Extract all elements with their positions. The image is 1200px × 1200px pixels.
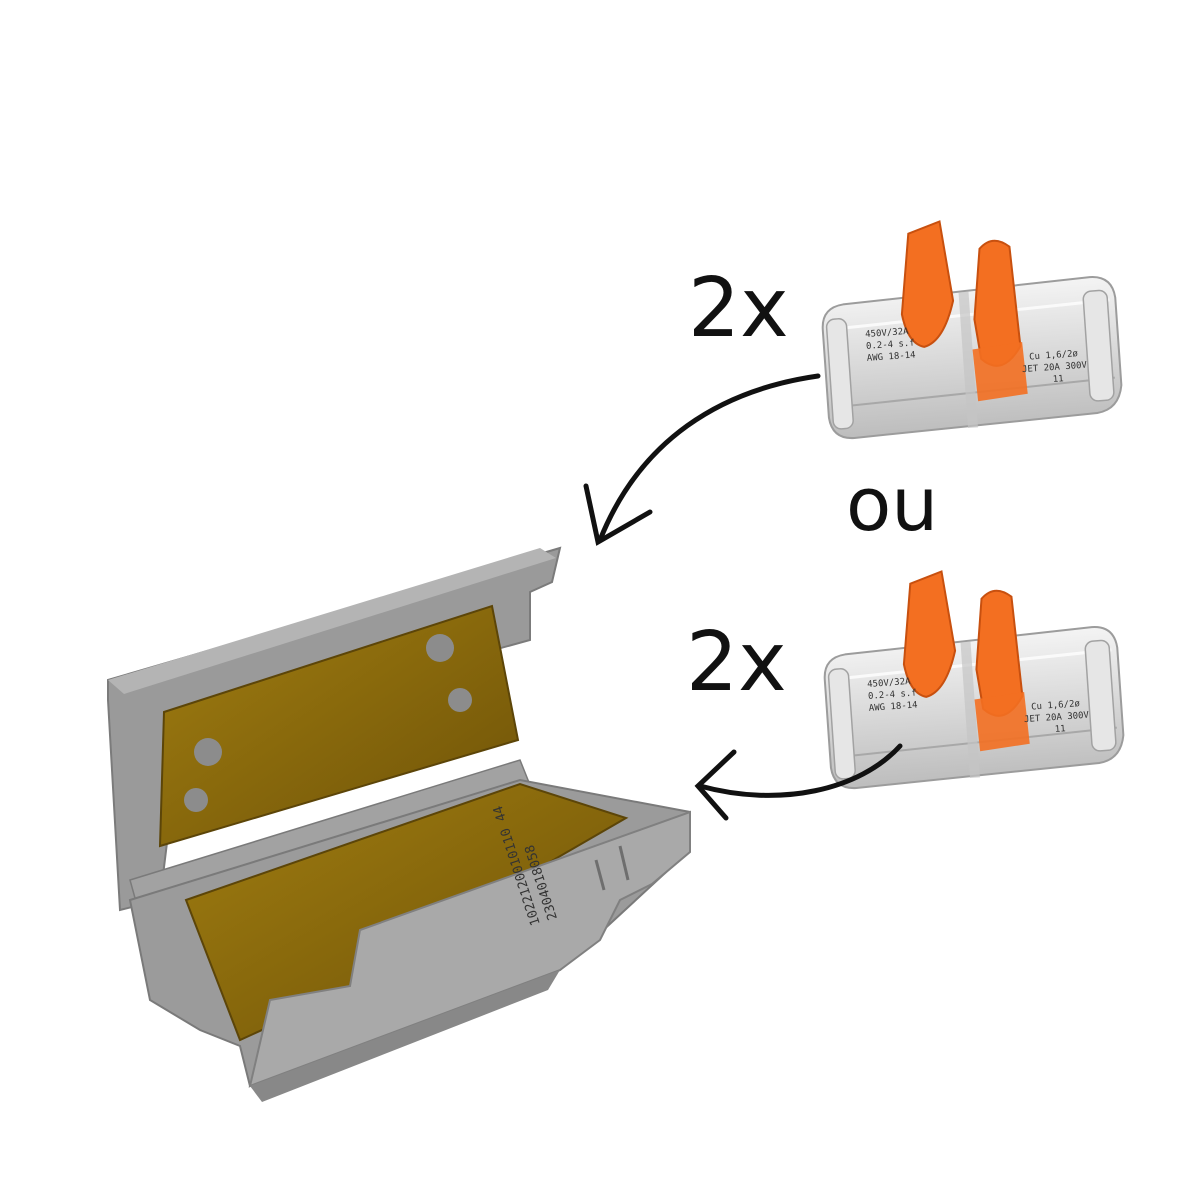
print-right-2: JET 20A 300V: [1022, 361, 1088, 376]
lid-gel: [158, 604, 520, 848]
arrow-bottom: [694, 743, 903, 821]
box-front-wall: [248, 810, 691, 1088]
wago-connector-top: 450V/32A 0.2-4 s.f AWG 18-14 Cu 1,6/2ø J…: [814, 208, 1126, 442]
print-right-3: 11: [1054, 724, 1066, 735]
print-right-1: Cu 1,6/2ø: [1031, 699, 1081, 712]
gel-junction-box: 1022120010110 44 2304018058: [107, 546, 691, 1102]
arrow-top: [583, 373, 821, 546]
print-right-2: JET 20A 300V: [1024, 711, 1090, 726]
quantity-label-top: 2x: [688, 261, 789, 356]
print-right-3: 11: [1052, 374, 1064, 385]
print-left-1: 450V/32A: [867, 677, 912, 690]
print-left-1: 450V/32A: [865, 327, 910, 340]
print-left-2: 0.2-4 s.f: [866, 339, 915, 352]
print-left-3: AWG 18-14: [867, 351, 916, 364]
print-right-1: Cu 1,6/2ø: [1029, 349, 1079, 362]
separator-label: ou: [846, 462, 939, 548]
print-left-2: 0.2-4 s.f: [868, 689, 917, 702]
quantity-label-bottom: 2x: [686, 615, 787, 710]
print-left-3: AWG 18-14: [869, 701, 918, 714]
wago-connector-bottom: 450V/32A 0.2-4 s.f AWG 18-14 Cu 1,6/2ø J…: [816, 558, 1128, 792]
